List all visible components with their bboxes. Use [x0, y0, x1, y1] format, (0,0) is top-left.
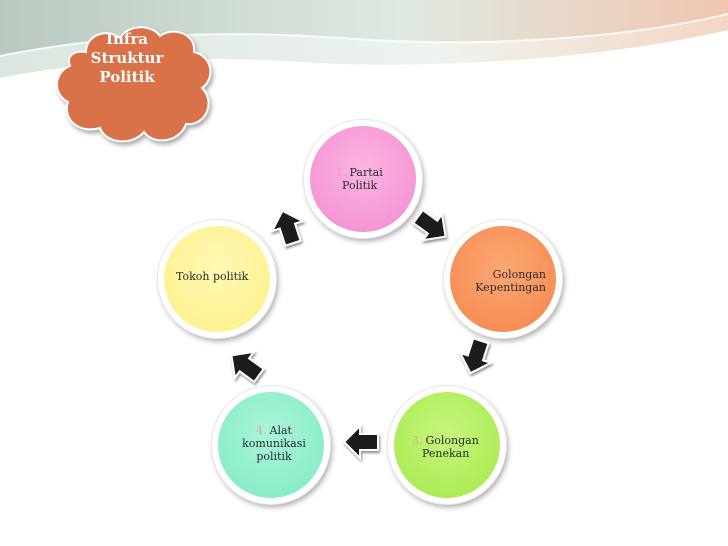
num-golongan-penekan: 3. — [412, 434, 423, 447]
text-partai-line2: Politik — [342, 179, 378, 192]
label-golongan-penekan: 3.Golongan Penekan — [412, 434, 492, 460]
cloud-title: Infra Struktur Politik — [72, 30, 182, 87]
node-partai-politik — [304, 120, 422, 238]
node-golongan-penekan — [388, 386, 506, 504]
cloud-shape — [56, 26, 212, 143]
node-alat-komunikasi — [212, 386, 330, 504]
arrow-kepentingan-to-penekan — [454, 334, 498, 380]
num-golongan-kepentingan: 2. — [479, 268, 490, 281]
label-tokoh-politik: Tokoh politik — [176, 270, 266, 283]
num-alat-komunikasi: 4. — [256, 424, 267, 437]
arrow-alat-to-tokoh — [221, 341, 270, 390]
arrow-tokoh-to-partai — [266, 204, 310, 250]
node-tokoh-politik — [158, 220, 276, 338]
text-penekan-line1: Golongan — [425, 434, 479, 447]
num-partai: 1. — [336, 166, 347, 179]
cloud-line2: Struktur — [90, 49, 164, 67]
arrow-partai-to-kepentingan — [407, 202, 456, 251]
label-golongan-kepentingan: 2.Golongan Kepentingan — [462, 268, 546, 294]
cloud-line1: Infra — [106, 30, 148, 48]
text-partai-line1: Partai — [349, 166, 383, 179]
label-partai-politik: 1.Partai Politik — [336, 166, 396, 192]
text-tokoh-line1: Tokoh politik — [176, 270, 249, 283]
text-alat-line3: politik — [256, 450, 292, 463]
cloud-line3: Politik — [99, 68, 155, 86]
text-kepentingan-line1: Golongan — [492, 268, 546, 281]
arrow-penekan-to-alat — [343, 425, 379, 459]
text-alat-line1: Alat — [269, 424, 292, 437]
text-penekan-line2: Penekan — [422, 447, 470, 460]
text-kepentingan-line2: Kepentingan — [475, 281, 546, 294]
node-golongan-kepentingan — [444, 220, 562, 338]
label-alat-komunikasi: 4.Alat komunikasi politik — [232, 424, 316, 463]
text-alat-line2: komunikasi — [242, 437, 306, 450]
